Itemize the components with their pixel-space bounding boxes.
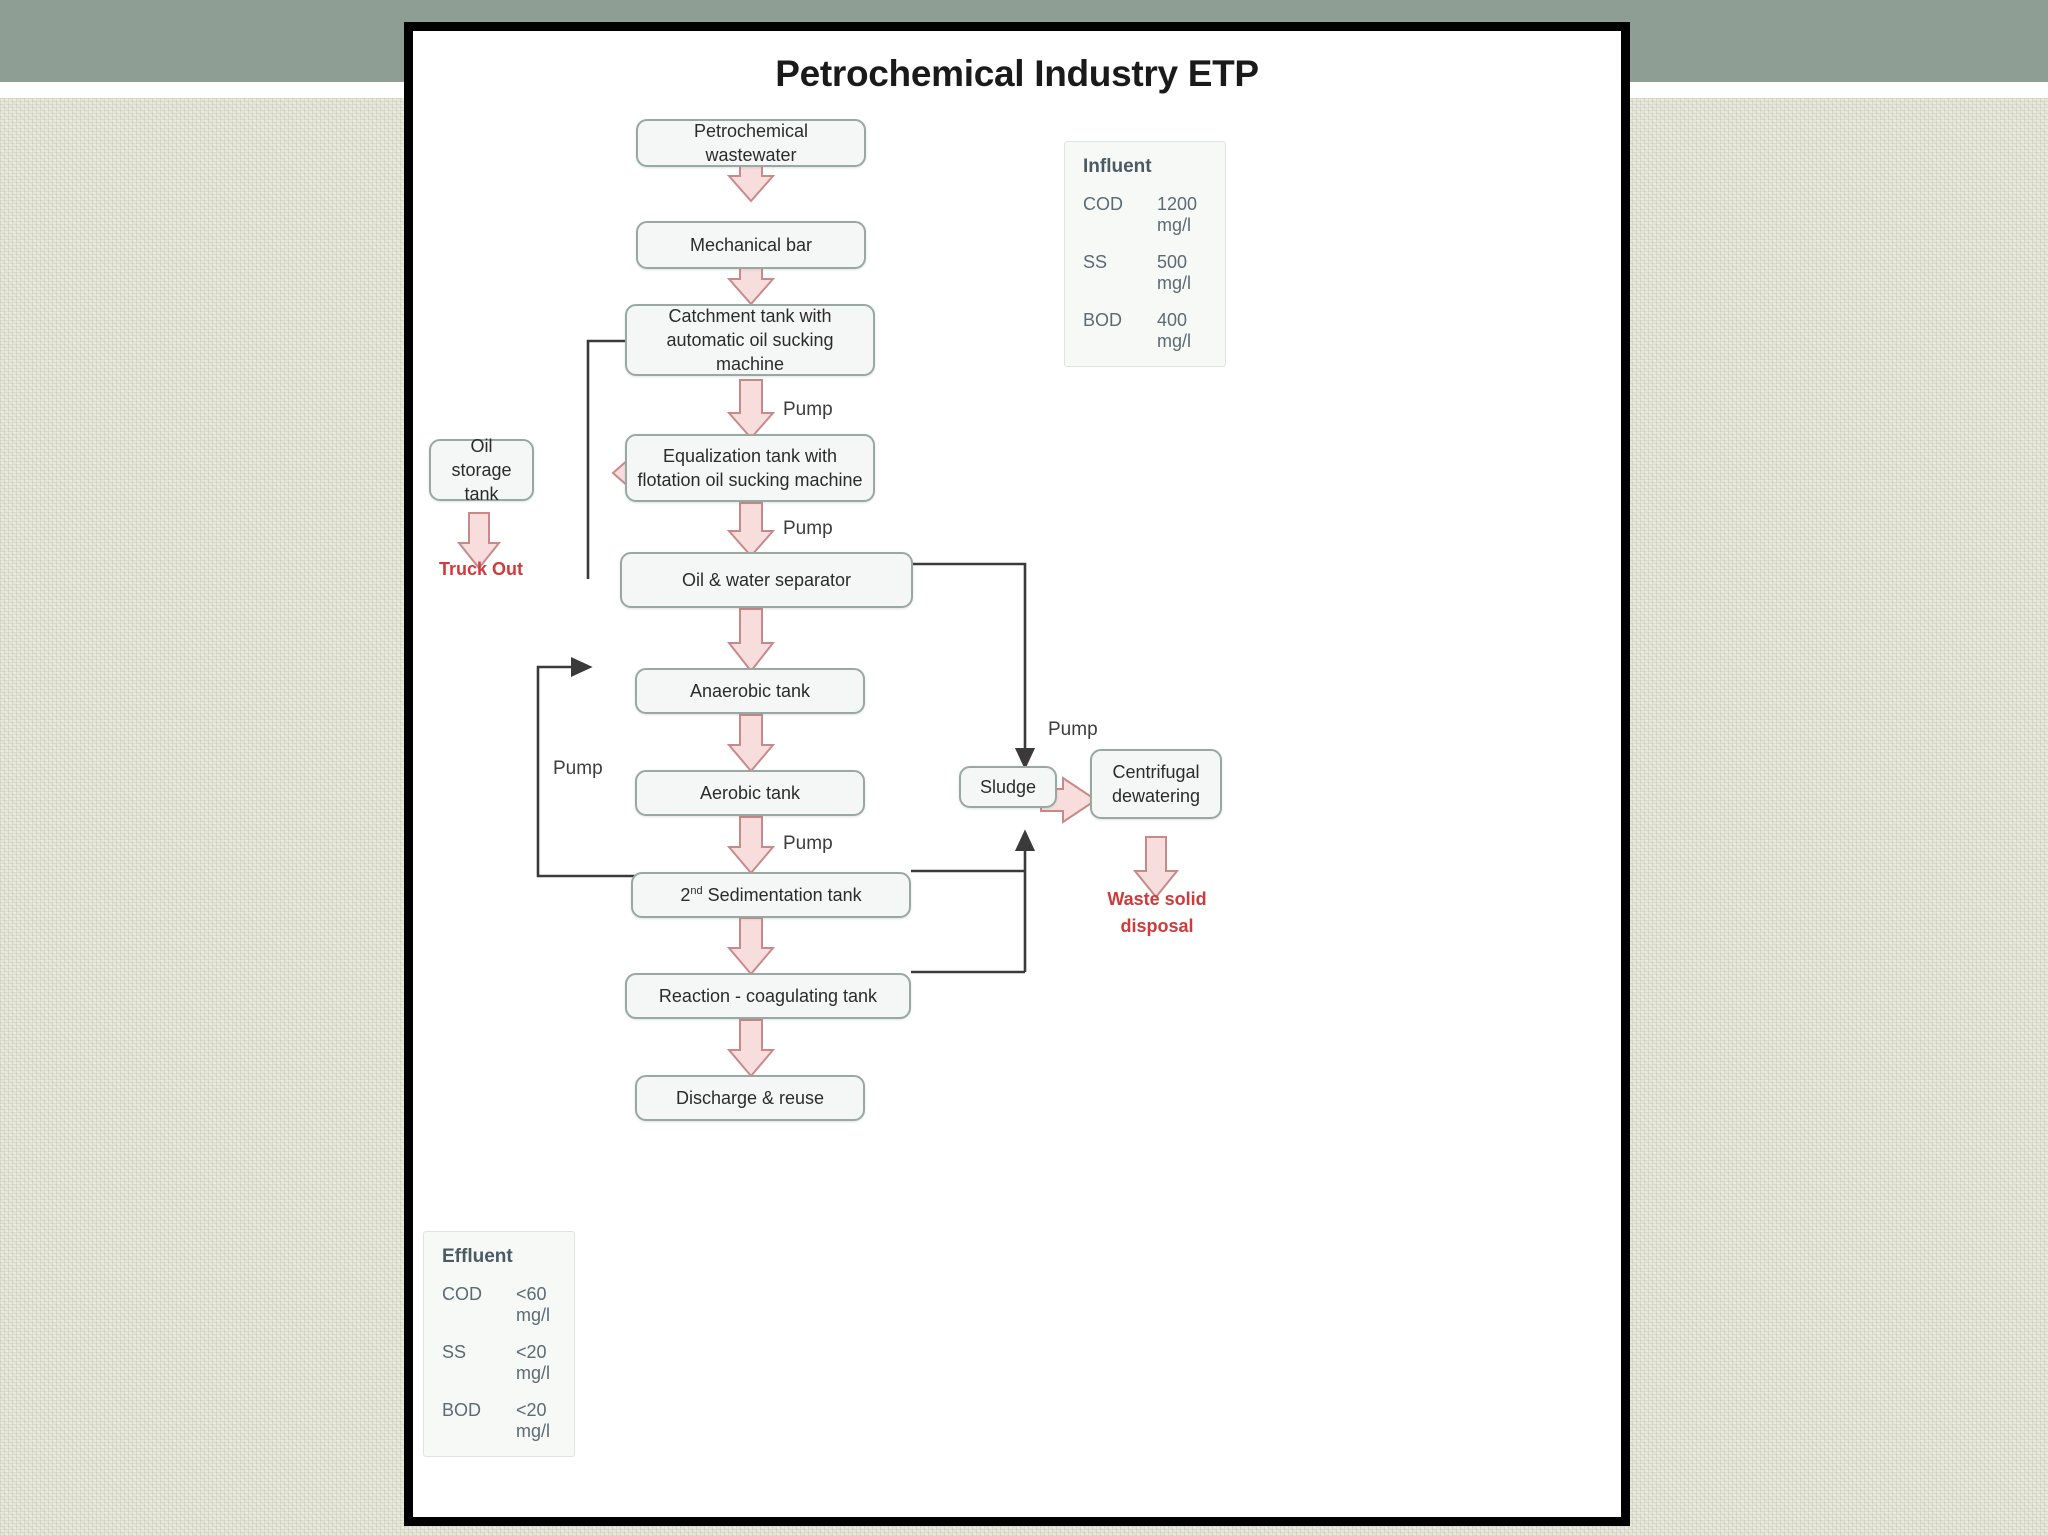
arrow-sedtank-to-reaction [726,917,776,976]
node-label: Sludge [979,776,1037,797]
node-aerobic-tank[interactable]: Aerobic tank [635,770,865,816]
node-label: Anaerobic tank [689,680,811,701]
effluent-key: SS [442,1342,467,1362]
node-centrifugal-dewatering[interactable]: Centrifugal dewatering [1090,749,1222,819]
influent-value: 1200 mg/l [1157,194,1198,235]
arrow-anaerobic-to-aerobic [726,714,776,773]
node-label-superscript: nd [690,884,703,897]
label-pump-equalization-to-separator: Pump [783,518,833,539]
node-equalization-tank[interactable]: Equalization tank with flotation oil suc… [625,434,875,502]
label-pump-recycle: Pump [553,758,603,779]
node-catchment-tank[interactable]: Catchment tank with automatic oil suckin… [625,304,875,376]
node-label: Oil & water separator [681,569,852,590]
effluent-value: <60 mg/l [516,1284,551,1325]
label-pump-catchment-to-equalization: Pump [783,399,833,420]
effluent-row: SS <20 mg/l [442,1342,556,1384]
influent-key: COD [1083,194,1123,214]
node-label: Mechanical bar [689,234,813,255]
node-label: Catchment tank with automatic oil suckin… [666,305,834,375]
arrow-catchment-to-equalization [726,379,776,440]
influent-title: Influent [1083,156,1152,177]
effluent-panel: Effluent COD <60 mg/l SS <20 mg/l BOD <2… [423,1231,575,1457]
influent-value: 400 mg/l [1157,310,1192,351]
arrow-separator-to-anaerobic [726,608,776,673]
influent-panel: Influent COD 1200 mg/l SS 500 mg/l BOD 4… [1064,141,1226,367]
influent-row: SS 500 mg/l [1083,252,1207,294]
connector-separator-to-catchment [586,339,625,579]
endpoint-truck-out: Truck Out [438,559,523,579]
label-pump-sludge-to-centrifugal: Pump [1048,719,1098,740]
connector-separator-to-sludge [913,562,1036,770]
label-pump-aerobic-to-sedimentation: Pump [783,833,833,854]
arrow-reaction-to-discharge [726,1019,776,1078]
arrow-aerobic-to-sedtank [726,816,776,875]
effluent-title: Effluent [442,1246,513,1267]
arrow-equalization-to-separator [726,502,776,558]
node-label: Discharge & reuse [675,1087,825,1108]
influent-key: SS [1083,252,1108,272]
slide-content: Petrochemical Industry ETP [413,31,1621,1517]
node-sludge[interactable]: Sludge [959,766,1057,808]
node-label: Reaction - coagulating tank [658,985,878,1006]
node-label: Centrifugal dewatering [1111,761,1201,806]
node-oil-storage-tank[interactable]: Oil storage tank [429,436,534,504]
node-label: Petrochemical wastewater [693,120,809,165]
node-reaction-coagulating-tank[interactable]: Reaction - coagulating tank [625,973,911,1019]
node-oil-water-separator[interactable]: Oil & water separator [620,552,913,608]
endpoint-waste-solid-disposal: Waste solid disposal [1107,889,1207,936]
influent-key: BOD [1083,310,1123,330]
effluent-row: COD <60 mg/l [442,1284,556,1326]
node-label: 2nd Sedimentation tank [680,884,862,905]
influent-row: BOD 400 mg/l [1083,310,1207,352]
effluent-key: COD [442,1284,482,1304]
node-mechanical-bar[interactable]: Mechanical bar [636,221,866,269]
node-label: Aerobic tank [699,782,801,803]
node-discharge-and-reuse[interactable]: Discharge & reuse [635,1075,865,1121]
node-label: Equalization tank with flotation oil suc… [637,445,863,490]
effluent-value: <20 mg/l [516,1342,551,1383]
node-anaerobic-tank[interactable]: Anaerobic tank [635,668,865,714]
page-title: Petrochemical Industry ETP [775,53,1259,94]
node-label: Oil storage tank [451,435,512,505]
influent-value: 500 mg/l [1157,252,1192,293]
effluent-key: BOD [442,1400,482,1420]
slide-panel: Petrochemical Industry ETP [404,22,1630,1526]
influent-row: COD 1200 mg/l [1083,194,1207,236]
node-petrochemical-wastewater[interactable]: Petrochemical wastewater [636,119,866,167]
node-second-sedimentation-tank[interactable]: 2nd Sedimentation tank [631,872,911,918]
effluent-row: BOD <20 mg/l [442,1400,556,1442]
effluent-value: <20 mg/l [516,1400,551,1441]
